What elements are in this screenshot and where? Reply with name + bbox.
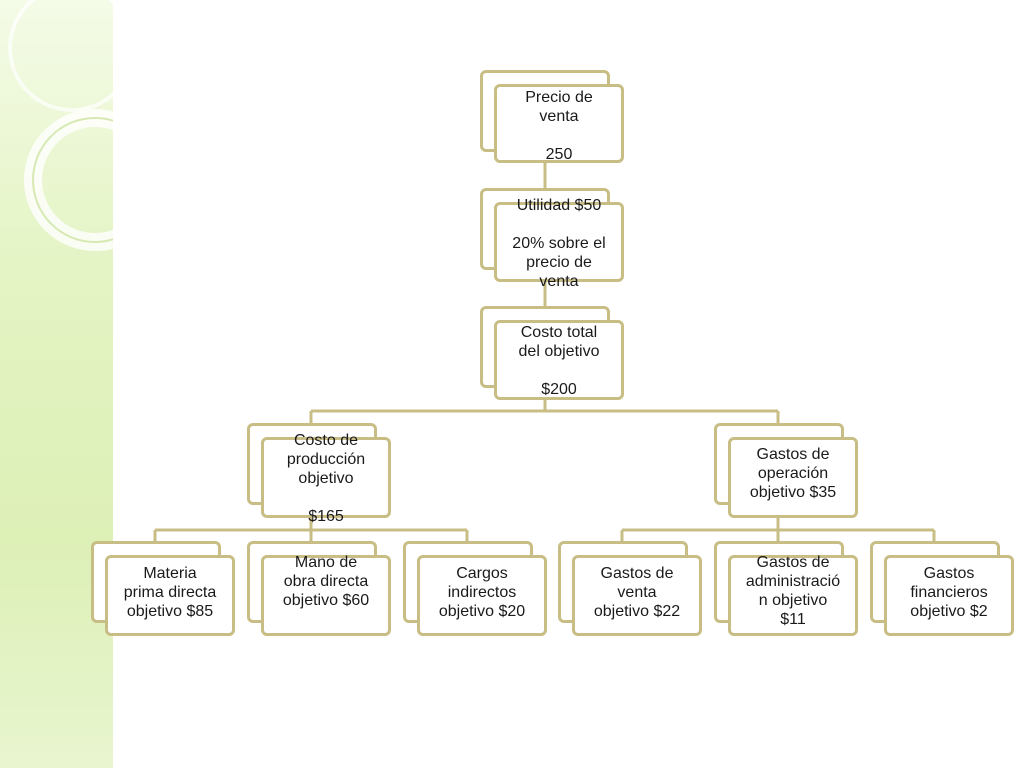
node-label: Materia prima directa objetivo $85 (123, 565, 217, 620)
node-label: Mano de obra directa objetivo $60 (282, 554, 370, 609)
node-label: Gastos de administració n objetivo $11 (745, 554, 841, 628)
node-label: Utilidad $50 20% sobre el precio de vent… (512, 197, 606, 290)
node-label: Gastos de operación objetivo $35 (749, 446, 837, 501)
node-front-box (728, 437, 858, 518)
node-label: Costo total del objetivo $200 (518, 324, 600, 398)
node-front-box (494, 202, 624, 282)
node-front-box (572, 555, 702, 636)
node-front-box (728, 555, 858, 636)
node-front-box (417, 555, 547, 636)
node-front-box (494, 320, 624, 400)
node-front-box (261, 555, 391, 636)
node-label: Costo de producción objetivo $165 (286, 432, 366, 525)
node-front-box (494, 84, 624, 163)
node-label: Gastos financieros objetivo $2 (910, 565, 988, 620)
node-front-box (105, 555, 235, 636)
node-front-box (884, 555, 1014, 636)
node-label: Cargos indirectos objetivo $20 (438, 565, 526, 620)
decorative-side-band (0, 0, 113, 768)
node-label: Gastos de venta objetivo $22 (593, 565, 681, 620)
node-front-box (261, 437, 391, 518)
node-label: Precio de venta 250 (525, 89, 593, 163)
decorative-circles-icon (8, 0, 113, 251)
